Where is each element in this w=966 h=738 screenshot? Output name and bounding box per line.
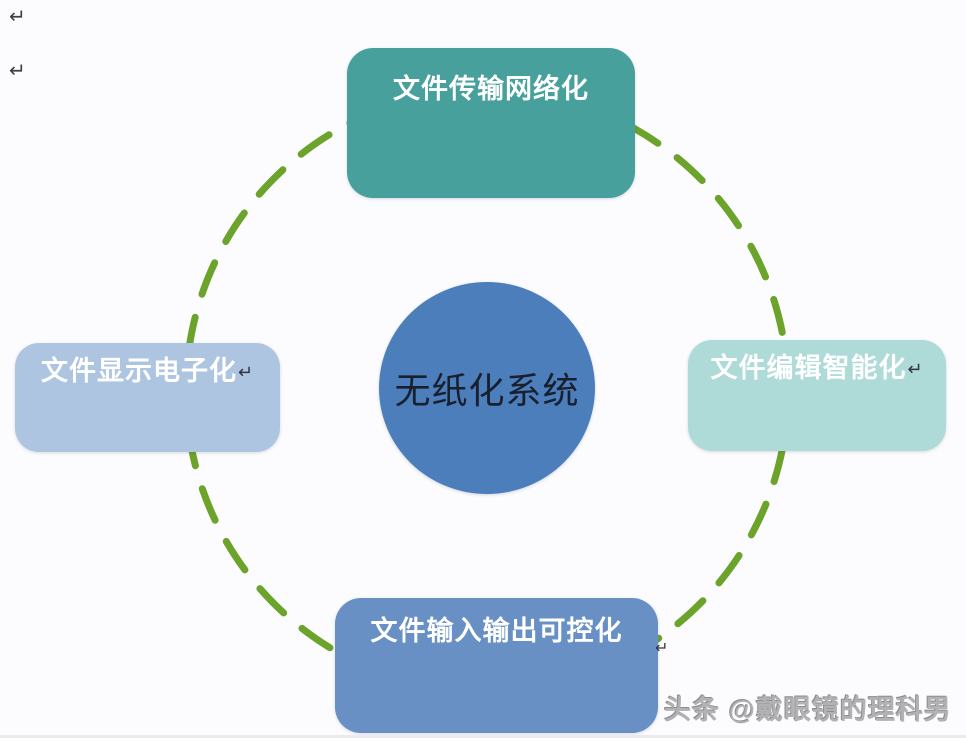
paragraph-mark-icon: ↵ bbox=[907, 359, 924, 379]
cycle-center-circle[interactable]: 无纸化系统 bbox=[379, 282, 595, 494]
cycle-node-right-label: 文件编辑智能化↵ bbox=[710, 353, 924, 383]
cycle-node-top[interactable]: 文件传输网络化 bbox=[347, 48, 635, 198]
paragraph-mark-icon: ↵ bbox=[9, 6, 26, 28]
cycle-node-left-label: 文件显示电子化↵ bbox=[40, 356, 255, 386]
page-bottom-edge bbox=[0, 735, 966, 738]
paragraph-mark-icon: ↵ bbox=[9, 60, 26, 82]
cycle-center-label: 无纸化系统 bbox=[394, 371, 580, 412]
cycle-node-right[interactable]: 文件编辑智能化↵ bbox=[688, 340, 946, 451]
cycle-node-bottom-label: 文件输入输出可控化 bbox=[370, 616, 623, 646]
cycle-node-left[interactable]: 文件显示电子化↵ bbox=[15, 343, 280, 452]
toutiao-watermark: 头条 @戴眼镜的理科男 bbox=[664, 695, 952, 725]
cycle-node-top-label: 文件传输网络化 bbox=[393, 74, 589, 104]
paragraph-mark-icon: ↵ bbox=[655, 640, 669, 657]
paragraph-mark-icon: ↵ bbox=[237, 362, 255, 382]
cycle-node-bottom[interactable]: 文件输入输出可控化 bbox=[335, 598, 658, 733]
